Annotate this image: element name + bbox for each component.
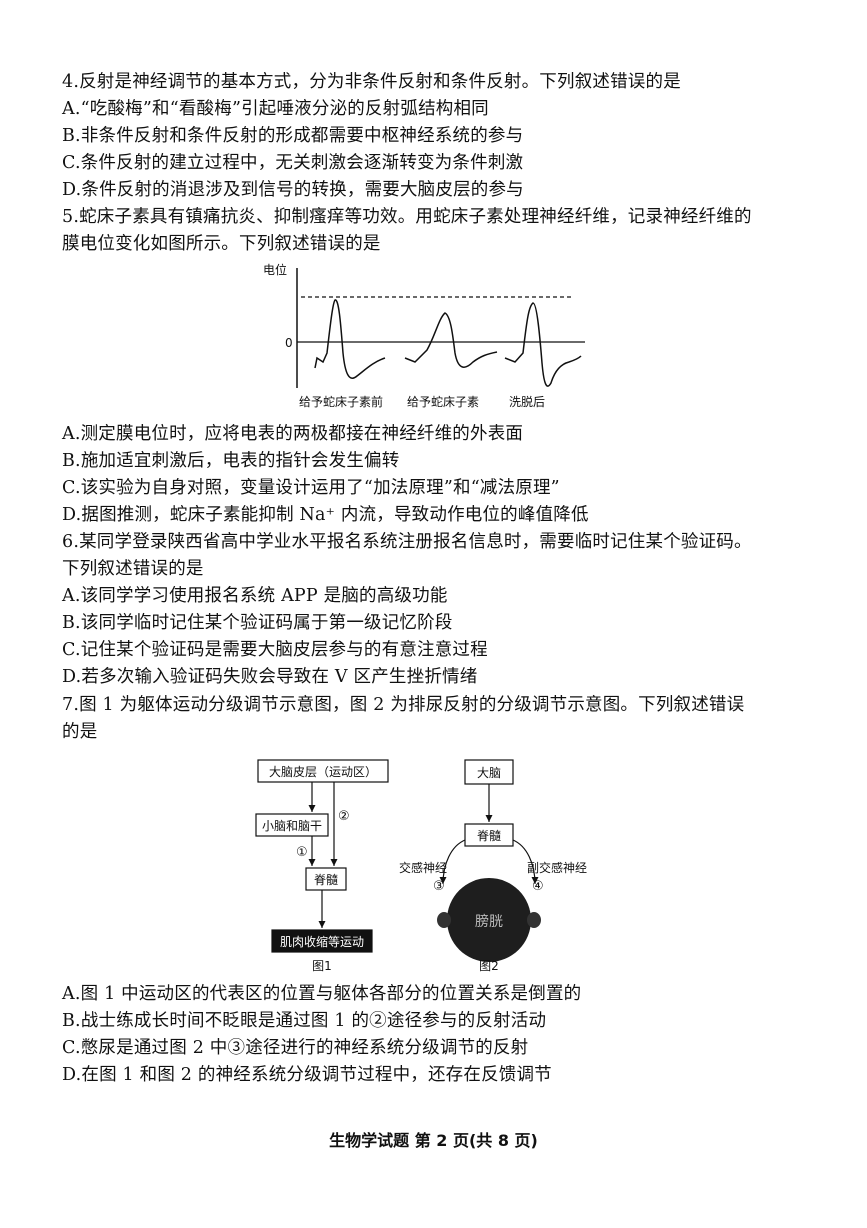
- sympathetic-label: 交感神经: [399, 860, 447, 875]
- q5-option-a: A.测定膜电位时，应将电表的两极都接在神经纤维的外表面: [62, 424, 524, 444]
- page-footer: 生物学试题 第 2 页(共 8 页): [329, 1131, 538, 1150]
- figure-2-urination-regulation: 大脑 脊髓 交感神经 副交感神经 ③ ④ 膀胱 图2: [399, 759, 587, 973]
- q4-option-b: B.非条件反射和条件反射的形成都需要中枢神经系统的参与: [62, 126, 524, 146]
- q7-option-a: A.图 1 中运动区的代表区的位置与躯体各部分的位置关系是倒置的: [62, 984, 582, 1004]
- box-cerebellum: [255, 813, 329, 837]
- q5-option-b: B.施加适宜刺激后，电表的指针会发生偏转: [62, 451, 400, 471]
- trace-after: [504, 302, 582, 387]
- box-brain-label: 大脑: [477, 766, 501, 780]
- zero-label: 0: [285, 336, 293, 350]
- box-muscle-label: 肌肉收缩等运动: [280, 934, 364, 949]
- box-cortex-label: 大脑皮层（运动区）: [269, 765, 377, 779]
- trace-label-after: 洗脱后: [509, 394, 545, 409]
- question-7-stem-line2: 的是: [62, 722, 98, 742]
- q4-option-d: D.条件反射的消退涉及到信号的转换，需要大脑皮层的参与: [62, 180, 524, 200]
- box-cortex: [257, 759, 389, 783]
- trace-label-during: 给予蛇床子素: [407, 394, 479, 409]
- q5-option-c: C.该实验为自身对照，变量设计运用了“加法原理”和“减法原理”: [62, 478, 560, 498]
- q6-option-b: B.该同学临时记住某个验证码属于第一级记忆阶段: [62, 613, 453, 633]
- question-4-stem: 4.反射是神经调节的基本方式，分为非条件反射和条件反射。下列叙述错误的是: [62, 72, 681, 92]
- path-4-label: ④: [532, 879, 544, 894]
- figure-1-caption: 图1: [312, 959, 332, 973]
- question-6-stem-line2: 下列叙述错误的是: [62, 559, 204, 579]
- box-spinal-2-label: 脊髓: [477, 829, 501, 843]
- parasympathetic-label: 副交感神经: [527, 860, 587, 875]
- trace-label-before: 给予蛇床子素前: [299, 394, 383, 409]
- box-spinal-2: [464, 823, 514, 847]
- q7-option-b: B.战士练成长时间不眨眼是通过图 1 的②途径参与的反射活动: [62, 1011, 547, 1031]
- question-7-stem-line1: 7.图 1 为躯体运动分级调节示意图，图 2 为排尿反射的分级调节示意图。下列叙…: [62, 695, 745, 715]
- y-axis-label: 电位: [263, 262, 287, 277]
- path-2-label: ②: [338, 809, 350, 824]
- path-3-label: ③: [433, 879, 445, 894]
- q7-option-c: C.憋尿是通过图 2 中③途径进行的神经系统分级调节的反射: [62, 1038, 529, 1058]
- figure-1-motor-regulation: 大脑皮层（运动区） 小脑和脑干 脊髓 肌肉收缩等运动 ① ② 图1: [255, 759, 389, 973]
- q5-option-d: D.据图推测，蛇床子素能抑制 Na⁺ 内流，导致动作电位的峰值降低: [62, 505, 589, 525]
- box-spinal-1-label: 脊髓: [314, 873, 338, 887]
- question-5-stem-line1: 5.蛇床子素具有镇痛抗炎、抑制瘙痒等功效。用蛇床子素处理神经纤维，记录神经纤维的: [62, 207, 752, 227]
- q4-option-a: A.“吃酸梅”和“看酸梅”引起唾液分泌的反射弧结构相同: [62, 99, 489, 119]
- q6-option-d: D.若多次输入验证码失败会导致在 V 区产生挫折情绪: [62, 667, 478, 687]
- q4-option-c: C.条件反射的建立过程中，无关刺激会逐渐转变为条件刺激: [62, 153, 524, 173]
- box-muscle: [271, 929, 373, 953]
- question-6-stem-line1: 6.某同学登录陕西省高中学业水平报名系统注册报名信息时，需要临时记住某个验证码。: [62, 532, 752, 552]
- path-1-label: ①: [296, 845, 308, 860]
- membrane-potential-figure: 电位 0 给予蛇床子素前 给予蛇床子素 洗脱后: [263, 262, 585, 409]
- bladder-label: 膀胱: [475, 913, 503, 930]
- trace-during: [404, 312, 498, 368]
- q7-option-d: D.在图 1 和图 2 的神经系统分级调节过程中，还存在反馈调节: [62, 1065, 552, 1085]
- trace-before: [314, 299, 386, 379]
- q6-option-c: C.记住某个验证码是需要大脑皮层参与的有意注意过程: [62, 640, 488, 660]
- question-5-stem-line2: 膜电位变化如图所示。下列叙述错误的是: [62, 234, 381, 254]
- box-spinal-1: [305, 867, 347, 891]
- q6-option-a: A.该同学学习使用报名系统 APP 是脑的高级功能: [62, 586, 448, 606]
- bladder: [447, 878, 531, 962]
- box-cerebellum-label: 小脑和脑干: [262, 819, 322, 833]
- figure-2-caption: 图2: [479, 959, 499, 973]
